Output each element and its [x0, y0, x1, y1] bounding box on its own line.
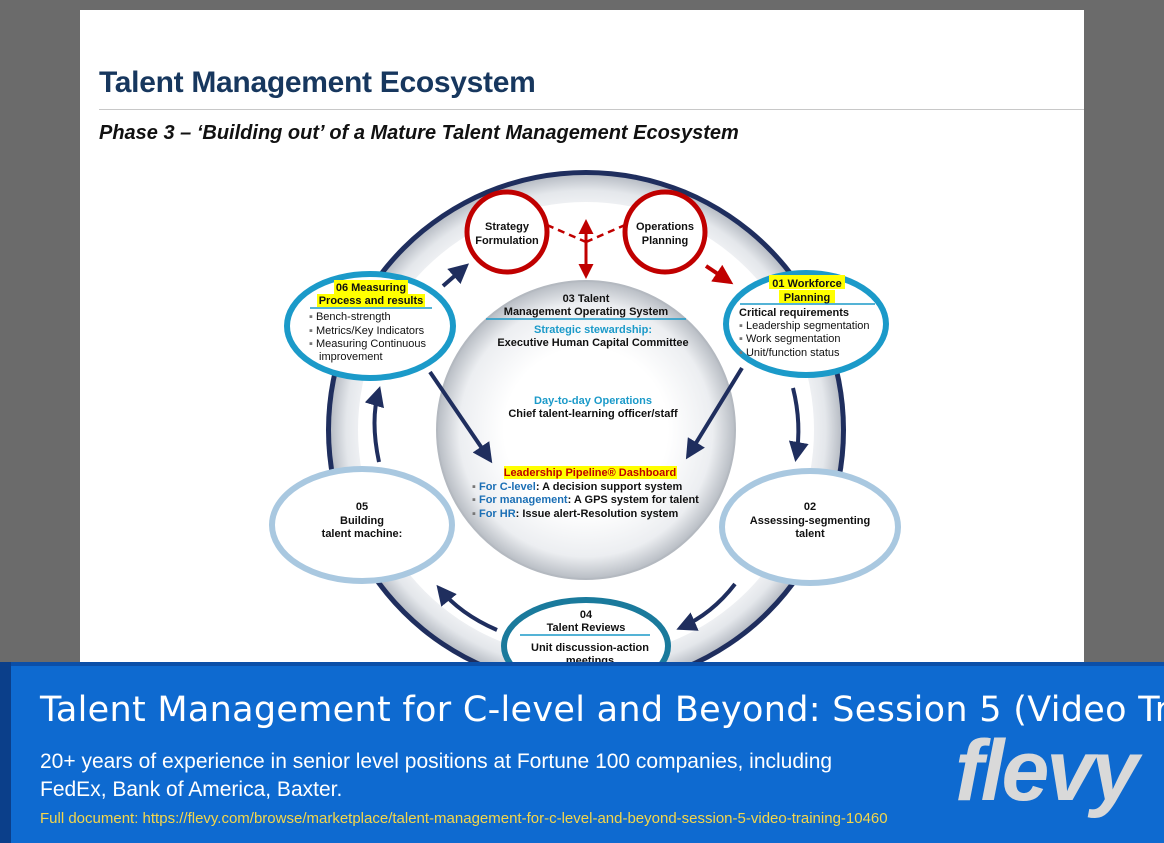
assessing-line1: Assessing-segmenting — [750, 515, 870, 527]
reviews-line1: Unit discussion-action — [531, 642, 649, 654]
assessing-node: 02 Assessing-segmenting talent — [719, 468, 901, 586]
measuring-title-highlight-2 — [317, 294, 425, 307]
banner-top-border — [0, 662, 1164, 666]
arrow-assessing-to-reviews — [676, 582, 737, 631]
stewardship-label: Strategic stewardship: — [534, 324, 652, 336]
workforce-title-line1: 01 Workforce — [772, 278, 842, 290]
measuring-item: ▪ Measuring Continuous — [309, 338, 427, 350]
center-title-line1: 03 Talent — [563, 293, 610, 305]
workforce-title-highlight — [769, 275, 845, 289]
center-sphere — [436, 280, 736, 580]
arrow-reviews-to-building — [436, 584, 498, 632]
flevy-logo[interactable]: flevy — [955, 723, 1139, 819]
workforce-item: ▪ Leadership segmentation — [739, 320, 870, 332]
workforce-title-line2: Planning — [784, 292, 830, 304]
slide: Talent Management Ecosystem Phase 3 – ‘B… — [80, 10, 1084, 670]
strategy-formulation-node: Strategy Formulation — [464, 189, 550, 275]
reviews-title: Talent Reviews — [547, 622, 626, 634]
promo-banner: Talent Management for C-level and Beyond… — [0, 662, 1164, 843]
measuring-title-highlight — [334, 280, 408, 294]
center-bullet: ▪ For HR: Issue alert-Resolution system — [472, 508, 678, 520]
arrow-measuring-to-strategy — [441, 263, 470, 288]
measuring-node: 06 Measuring Process and results ▪ Bench… — [284, 271, 456, 381]
cycle-arrows — [364, 263, 809, 632]
full-document-link[interactable]: Full document: https://flevy.com/browse/… — [40, 810, 888, 827]
measuring-item: ▪ Metrics/Key Indicators — [309, 325, 425, 337]
workforce-planning-node: 01 Workforce Planning Critical requireme… — [723, 270, 889, 378]
building-node: 05 Building talent machine: — [269, 466, 455, 584]
operations-planning-node: Operations Planning — [622, 189, 708, 275]
arrow-workforce-to-center — [685, 366, 744, 460]
ecosystem-diagram: Strategy Formulation Operations Planning… — [269, 170, 901, 670]
building-number: 05 — [356, 501, 368, 513]
title-divider — [99, 109, 1084, 110]
slide-title: Talent Management Ecosystem — [99, 66, 536, 99]
reviews-number: 04 — [580, 609, 593, 621]
banner-description: 20+ years of experience in senior level … — [40, 750, 833, 801]
operations-label-line2: Planning — [642, 235, 688, 247]
banner-title: Talent Management for C-level and Beyond… — [40, 690, 1164, 730]
measuring-item: ▪ Bench-strength — [309, 311, 391, 323]
strategy-operations-links — [546, 219, 734, 285]
assessing-number: 02 — [804, 501, 816, 513]
banner-left-accent — [0, 662, 11, 843]
measuring-item-continued: improvement — [319, 351, 383, 363]
center-content: 03 Talent Management Operating System St… — [472, 293, 699, 520]
arrow-operations-to-workforce — [704, 264, 734, 285]
measuring-title-line1: 06 Measuring — [336, 282, 406, 294]
workforce-item: ▪ Unit/function status — [739, 347, 840, 359]
center-title-line2: Management Operating System — [504, 306, 669, 318]
arrow-workforce-to-assessing — [788, 387, 809, 462]
arrow-measuring-to-center — [428, 370, 493, 464]
dayday-value: Chief talent-learning officer/staff — [508, 408, 678, 420]
strategy-label-line2: Formulation — [475, 235, 539, 247]
measuring-title-line2: Process and results — [319, 295, 424, 307]
stewardship-value: Executive Human Capital Committee — [497, 337, 688, 349]
center-bullet: ▪ For management: A GPS system for talen… — [472, 494, 699, 506]
center-bullet: ▪ For C-level: A decision support system — [472, 481, 683, 493]
strategy-label-line1: Strategy — [485, 221, 530, 233]
dashboard-highlight — [504, 466, 677, 479]
assessing-line2: talent — [795, 528, 825, 540]
workforce-item: ▪ Work segmentation — [739, 333, 841, 345]
talent-reviews-node: 04 Talent Reviews Unit discussion-action… — [501, 597, 671, 670]
dashboard-title: Leadership Pipeline® Dashboard — [504, 467, 677, 479]
building-line1: Building — [340, 515, 384, 527]
workforce-header: Critical requirements — [739, 307, 849, 319]
operations-label-line1: Operations — [636, 221, 694, 233]
arrow-building-to-measuring — [364, 386, 384, 463]
building-line2: talent machine: — [322, 528, 403, 540]
dayday-label: Day-to-day Operations — [534, 395, 652, 407]
slide-subtitle: Phase 3 – ‘Building out’ of a Mature Tal… — [99, 122, 739, 144]
workforce-title-highlight-2 — [779, 290, 835, 303]
